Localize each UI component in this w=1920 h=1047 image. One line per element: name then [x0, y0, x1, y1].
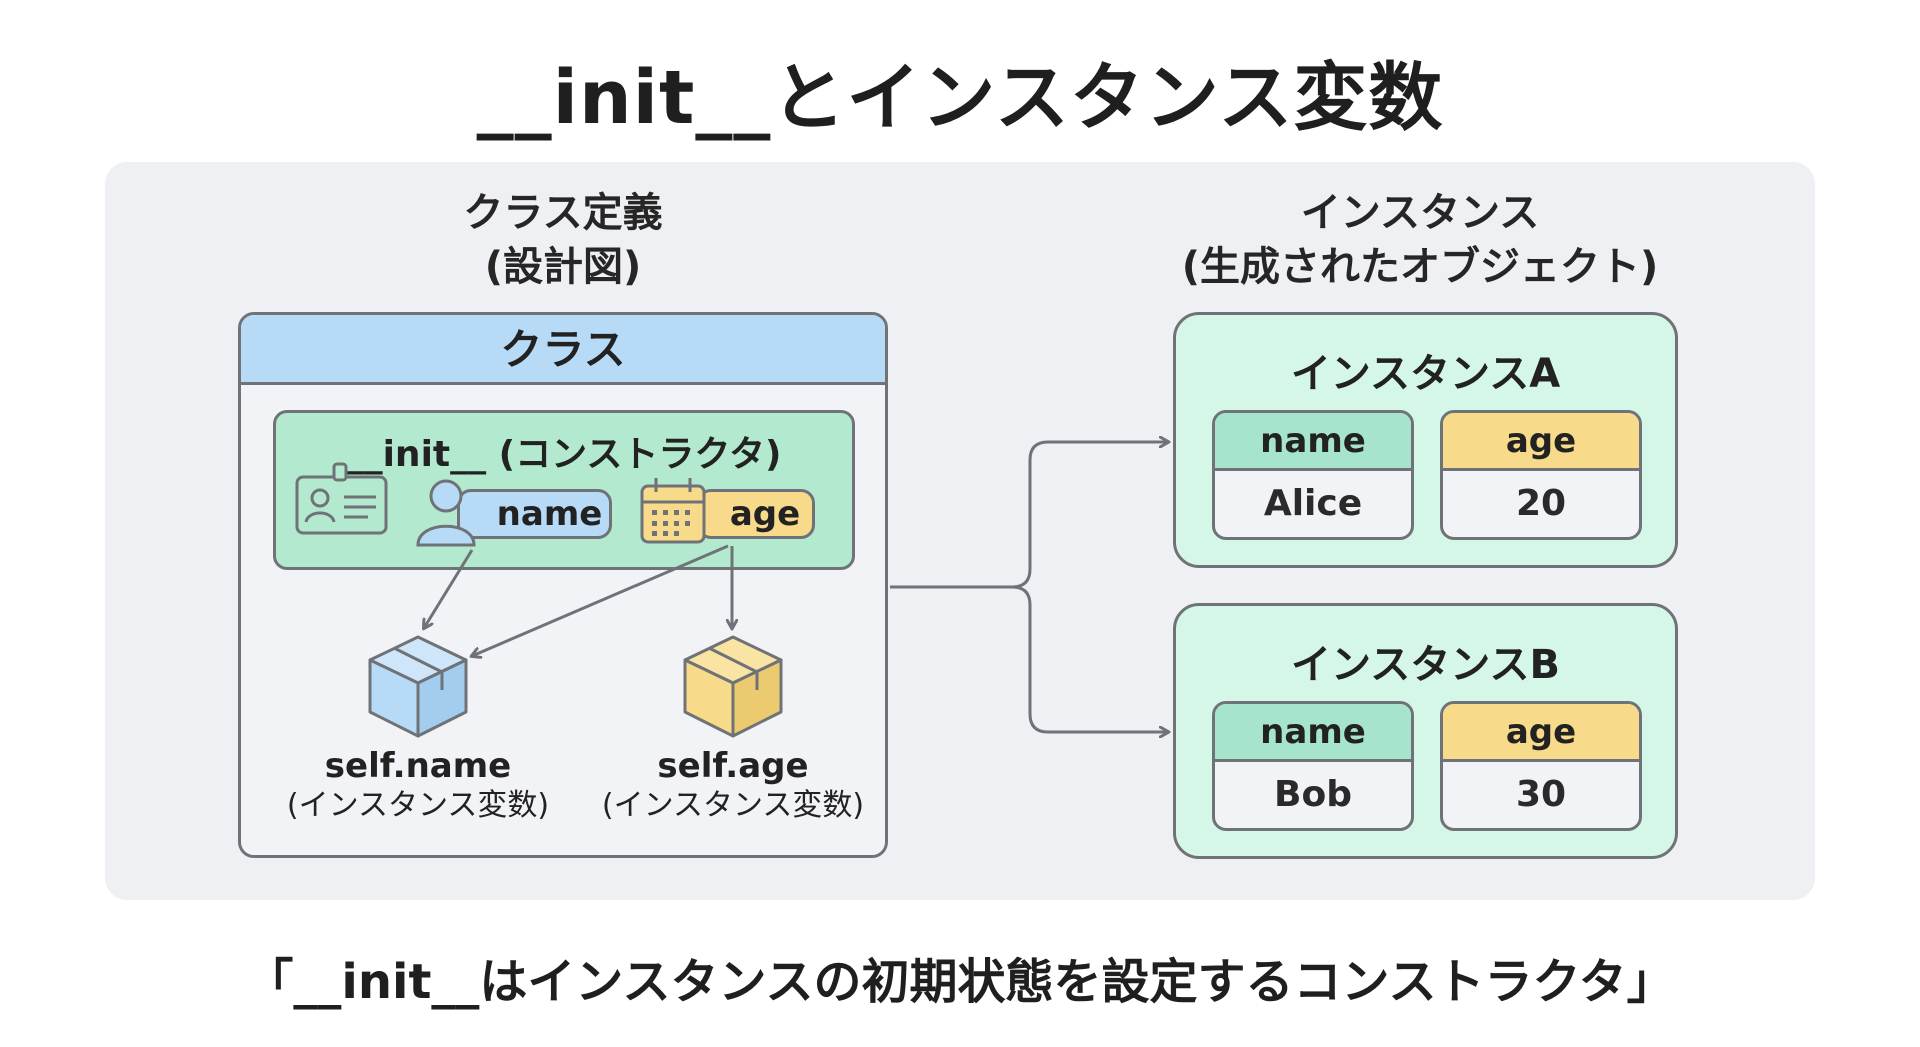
instance-a-age-field: age 20 [1440, 410, 1642, 540]
box-icon [368, 635, 468, 738]
self-name-label: self.name (インスタンス変数) [258, 746, 578, 826]
class-header: クラス [241, 315, 885, 385]
class-definition-heading: クラス定義 (設計図) [238, 186, 888, 294]
instance-b-name-key: name [1215, 704, 1411, 762]
name-param-pill: name [457, 489, 612, 539]
instance-b-age-key: age [1443, 704, 1639, 762]
arrow-to-instance-b [1011, 585, 1168, 732]
instance-a-name-key: name [1215, 413, 1411, 471]
instance-a-name-value: Alice [1263, 483, 1363, 524]
instance-b-name-field: name Bob [1212, 701, 1414, 831]
init-label: __init__ (コンストラクタ) [346, 434, 782, 475]
instance-a-age-value: 20 [1515, 483, 1567, 524]
instance-heading-line1: インスタンス [1300, 190, 1540, 236]
arrow-to-instance-a [890, 442, 1168, 589]
page-title: __init__とインスタンス変数 [476, 55, 1444, 141]
instance-a-age-key: age [1443, 413, 1639, 471]
class-definition-heading-line2: (設計図) [484, 244, 642, 290]
age-param-pill: age [697, 489, 815, 539]
person-icon [416, 479, 476, 547]
instance-heading: インスタンス (生成されたオブジェクト) [1160, 186, 1680, 294]
instance-b-title: インスタンスB [1291, 642, 1560, 688]
arrow-name-to-self-name [424, 549, 474, 628]
self-age-label: self.age (インスタンス変数) [573, 746, 893, 826]
self-name-text: self.name [324, 746, 512, 786]
class-definition-heading-line1: クラス定義 [463, 190, 663, 236]
self-name-sub: (インスタンス変数) [286, 788, 550, 823]
self-age-text: self.age [657, 746, 809, 786]
class-box: クラス [238, 312, 888, 858]
caption: 「__init__はインスタンスの初期状態を設定するコンストラクタ」 [245, 954, 1675, 1010]
instance-a-name-field: name Alice [1212, 410, 1414, 540]
box-icon [683, 635, 783, 738]
self-age-sub: (インスタンス変数) [601, 788, 865, 823]
id-card-icon [295, 462, 388, 535]
instance-b-age-field: age 30 [1440, 701, 1642, 831]
instance-b-name-value: Bob [1274, 774, 1352, 815]
instance-b-age-value: 30 [1515, 774, 1567, 815]
arrow-age-to-self-name [472, 544, 729, 656]
instance-a-title: インスタンスA [1290, 351, 1561, 397]
instance-heading-line2: (生成されたオブジェクト) [1181, 244, 1659, 290]
calendar-icon [640, 478, 706, 544]
